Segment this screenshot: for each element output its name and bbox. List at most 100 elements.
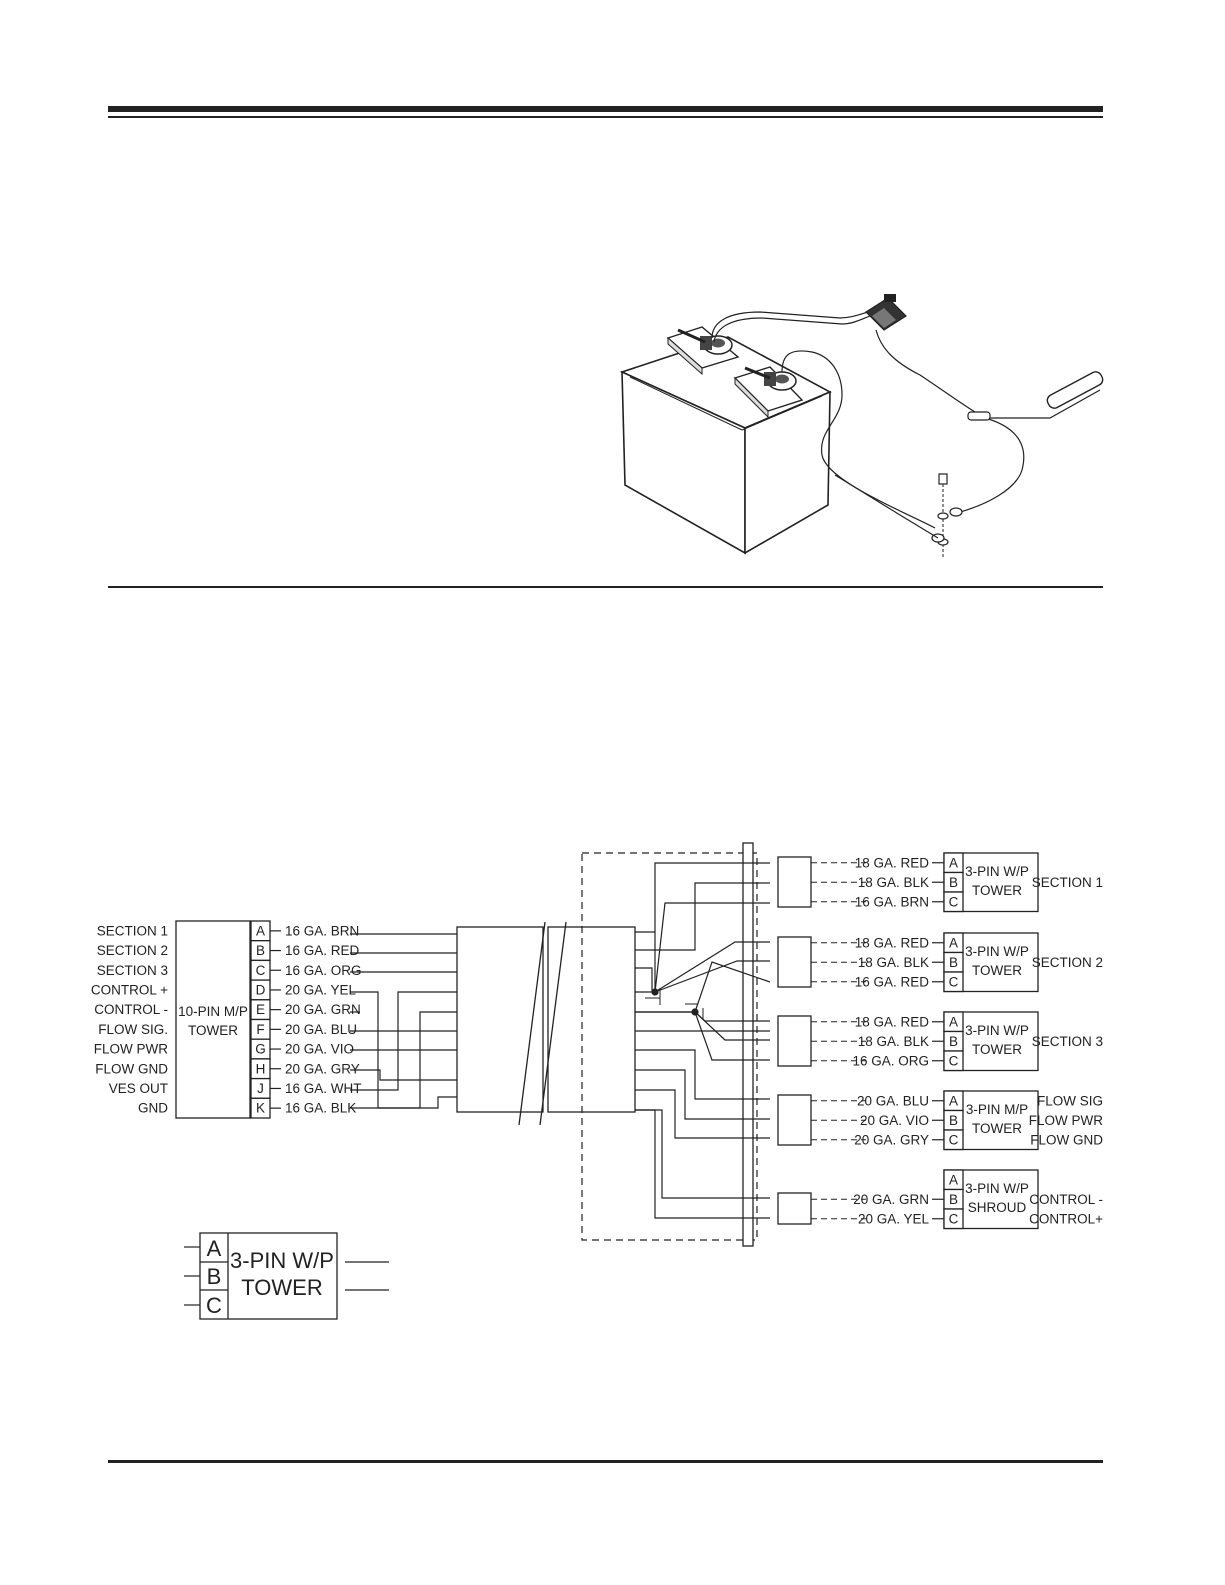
main-pin-signal: CONTROL +: [91, 982, 168, 997]
harness-block-right: [547, 926, 636, 1113]
main-pin-signal: CONTROL -: [94, 1002, 168, 1017]
ground-bolt-icon: [834, 473, 963, 558]
main-pin-wire: 16 GA. ORG: [285, 963, 362, 978]
main-pin-wire: 20 GA. YEL: [285, 982, 357, 997]
main-pin-wire: 16 GA. WHT: [285, 1081, 362, 1096]
main-pin-letter: K: [256, 1101, 265, 1116]
legend-connector-body: [199, 1232, 338, 1320]
output-pin-letter: C: [949, 894, 959, 909]
main-pin-wire: 16 GA. BLK: [285, 1101, 356, 1116]
main-connector-label-line1: 10-PIN M/P: [178, 1004, 248, 1019]
legend-connector: A B C 3-PIN W/P TOWER: [184, 1232, 389, 1320]
output-pin-wire: 20 GA. GRN: [853, 1192, 929, 1207]
legend-pin-b: B: [207, 1264, 222, 1289]
output-connector-label-line1: 3-PIN W/P: [965, 864, 1029, 879]
output-pin-wire: 18 GA. RED: [855, 855, 930, 870]
wiring-schematic: [175, 842, 812, 1247]
output-connector-label-line2: TOWER: [972, 883, 1022, 898]
main-pin-letter: F: [256, 1022, 264, 1037]
output-pin-letter: B: [949, 875, 958, 890]
output-connector-function: CONTROL+: [1029, 1211, 1103, 1226]
output-pin-letter: B: [949, 1192, 958, 1207]
output-pin-wire: 18 GA. RED: [855, 1014, 930, 1029]
main-pin-signal: SECTION 2: [97, 943, 168, 958]
output-pin-letter: B: [949, 1034, 958, 1049]
main-pin-letter: A: [256, 923, 265, 938]
output-pin-wire: 20 GA. BLU: [857, 1093, 929, 1108]
output-pin-wire: 16 GA. ORG: [852, 1053, 929, 1068]
output-pin-wire: 16 GA. RED: [855, 974, 930, 989]
bulkhead-panel: [742, 842, 754, 1247]
output-connector-function: FLOW GND: [1030, 1132, 1103, 1147]
output-connector: A 18 GA. RED B 18 GA. BLK C 16 GA. BRN 3-PIN W…: [811, 852, 1103, 913]
main-pin-letter: C: [256, 963, 266, 978]
legend-pin-a: A: [207, 1236, 222, 1261]
input-wire-runs: [350, 933, 457, 1109]
header-rule-thick: [108, 106, 1103, 112]
output-pin-letter: A: [949, 855, 958, 870]
output-connector-function: CONTROL -: [1029, 1192, 1103, 1207]
output-pin-wire: 18 GA. RED: [855, 935, 930, 950]
enclosure-outline: [581, 852, 758, 1241]
main-pin-wire: 20 GA. BLU: [285, 1022, 357, 1037]
mating-plugs: [777, 856, 812, 1225]
main-pin-letter: E: [256, 1002, 265, 1017]
output-connector-label-line1: 3-PIN W/P: [965, 1023, 1029, 1038]
output-pin-wire: 20 GA. YEL: [858, 1211, 930, 1226]
output-wire-runs: [635, 862, 771, 1219]
output-pin-letter: C: [949, 1132, 959, 1147]
footer-rule: [108, 1460, 1103, 1463]
harness-block-left: [456, 926, 544, 1113]
main-pin-signal: GND: [138, 1101, 168, 1116]
output-pin-wire: 20 GA. GRY: [854, 1132, 929, 1147]
legend-label-line2: TOWER: [241, 1275, 322, 1300]
splice-points: [645, 988, 704, 1020]
output-pin-letter: C: [949, 1053, 959, 1068]
output-pin-wire: 20 GA. VIO: [860, 1113, 929, 1128]
main-pin-signal: FLOW PWR: [94, 1042, 168, 1057]
output-pin-letter: C: [949, 974, 959, 989]
output-connector-function: SECTION 3: [1032, 1034, 1103, 1049]
main-pin-signal: FLOW SIG.: [98, 1022, 168, 1037]
main-pin-wire: 20 GA. GRN: [285, 1002, 361, 1017]
output-pin-letter: B: [949, 1113, 958, 1128]
output-connector-label-line2: TOWER: [972, 963, 1022, 978]
output-pin-wire: 18 GA. BLK: [858, 1034, 929, 1049]
battery-icon: [619, 326, 832, 555]
main-pin-letter: G: [255, 1042, 266, 1057]
output-pin-letter: C: [949, 1211, 959, 1226]
output-connector-label-line1: 3-PIN W/P: [965, 944, 1029, 959]
output-connector-label-line2: TOWER: [972, 1121, 1022, 1136]
main-pin-signal: FLOW GND: [95, 1061, 168, 1076]
output-connector-label-line1: 3-PIN M/P: [966, 1102, 1028, 1117]
output-connector-label-line2: TOWER: [972, 1042, 1022, 1057]
main-pin-wire: 16 GA. RED: [285, 943, 360, 958]
output-pin-wire: 18 GA. BLK: [858, 875, 929, 890]
header-rule-thin: [108, 116, 1103, 118]
main-pin-signal: SECTION 3: [97, 963, 168, 978]
break-mark-left: [518, 921, 546, 1126]
main-pin-wire: 20 GA. GRY: [285, 1061, 360, 1076]
output-pin-wire: 16 GA. BRN: [855, 894, 929, 909]
output-connector-label-line1: 3-PIN W/P: [965, 1181, 1029, 1196]
output-connector-function: FLOW PWR: [1029, 1113, 1103, 1128]
output-pin-wire: 18 GA. BLK: [858, 955, 929, 970]
output-pin-letter: A: [949, 1172, 958, 1187]
main-connector-body: [175, 920, 251, 1119]
main-pin-signal: VES OUT: [109, 1081, 168, 1096]
output-pin-letter: A: [949, 1014, 958, 1029]
output-pin-letter: B: [949, 955, 958, 970]
main-pin-letter: B: [256, 943, 265, 958]
main-pin-signal: SECTION 1: [97, 923, 168, 938]
break-mark-right: [539, 921, 567, 1126]
battery-illustration: [619, 294, 1104, 558]
section-divider: [108, 586, 1103, 588]
legend-label-line1: 3-PIN W/P: [230, 1248, 334, 1273]
main-connector-label-line2: TOWER: [188, 1023, 238, 1038]
main-pin-letter: J: [257, 1081, 264, 1096]
output-connector: A 20 GA. BLU B 20 GA. VIO C 20 GA. GRY 3-PIN M…: [811, 1090, 1103, 1151]
output-pin-letter: A: [949, 1093, 958, 1108]
